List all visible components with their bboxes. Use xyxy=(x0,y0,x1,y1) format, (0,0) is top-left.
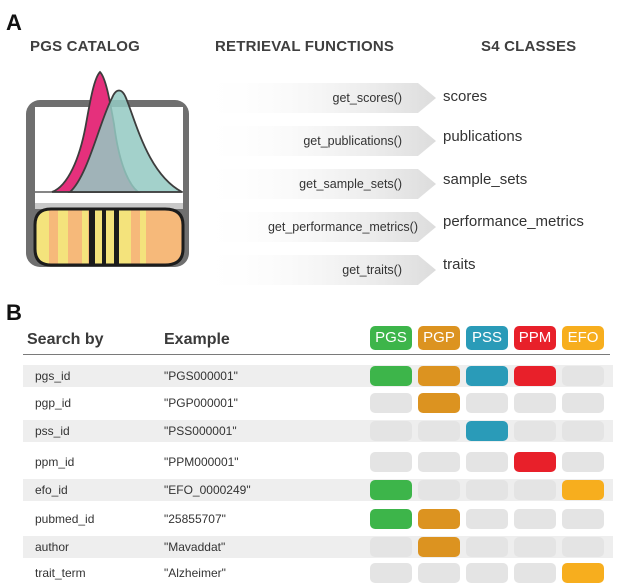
pgs-catalog-header: PGS CATALOG xyxy=(30,38,140,55)
empty-cell xyxy=(562,509,604,529)
empty-cell xyxy=(466,393,508,413)
match-cell-pgp xyxy=(418,537,460,557)
arrow-performance-metrics xyxy=(196,212,436,242)
search-field-name: author xyxy=(35,540,70,554)
search-example-value: "Mavaddat" xyxy=(164,540,226,554)
panel-b-label: B xyxy=(6,300,22,325)
search-field-name: pss_id xyxy=(35,424,70,438)
class-sample-sets: sample_sets xyxy=(443,171,528,188)
empty-cell xyxy=(466,563,508,583)
s4-classes-header: S4 CLASSES xyxy=(481,38,577,55)
class-performance-metrics: performance_metrics xyxy=(443,213,584,230)
pgs-catalog-logo xyxy=(26,70,189,267)
match-cell-ppm xyxy=(514,366,556,386)
search-field-name: trait_term xyxy=(35,566,86,580)
search-field-name: pgs_id xyxy=(35,369,71,383)
arrow-band xyxy=(196,83,436,285)
empty-cell xyxy=(418,563,460,583)
match-cell-pgp xyxy=(418,366,460,386)
empty-cell xyxy=(562,452,604,472)
match-cell-ppm xyxy=(514,452,556,472)
empty-cell xyxy=(370,421,412,441)
category-badge-pgp: PGP xyxy=(418,326,460,350)
empty-cell xyxy=(514,480,556,500)
search-example-value: "PGS000001" xyxy=(164,369,238,383)
match-cell-pgs xyxy=(370,366,412,386)
class-publications: publications xyxy=(443,128,523,145)
empty-cell xyxy=(418,452,460,472)
empty-cell xyxy=(466,537,508,557)
match-cell-pss xyxy=(466,421,508,441)
empty-cell xyxy=(514,393,556,413)
empty-cell xyxy=(370,537,412,557)
empty-cell xyxy=(418,480,460,500)
search-field-name: pubmed_id xyxy=(35,512,95,526)
search-field-name: ppm_id xyxy=(35,455,75,469)
category-badge-pgs: PGS xyxy=(370,326,412,350)
function-get-scores: get_scores() xyxy=(332,91,402,105)
example-header: Example xyxy=(164,331,230,348)
empty-cell xyxy=(466,509,508,529)
empty-cell xyxy=(562,421,604,441)
table-row-pgs-id: pgs_id "PGS000001" xyxy=(23,365,613,387)
panel-a-label: A xyxy=(6,10,22,35)
empty-cell xyxy=(562,366,604,386)
empty-cell xyxy=(514,421,556,441)
match-cell-pgs xyxy=(370,480,412,500)
search-by-header: Search by xyxy=(27,331,104,348)
empty-cell xyxy=(514,563,556,583)
search-example-value: "PSS000001" xyxy=(164,424,237,438)
arrow-sample-sets xyxy=(196,169,436,199)
search-field-name: efo_id xyxy=(35,483,68,497)
function-get-traits: get_traits() xyxy=(342,263,402,277)
table-row-author: author "Mavaddat" xyxy=(23,536,613,558)
function-get-sample-sets: get_sample_sets() xyxy=(299,177,402,191)
empty-cell xyxy=(418,421,460,441)
empty-cell xyxy=(370,452,412,472)
table-row-pgp-id: pgp_id "PGP000001" xyxy=(23,392,613,414)
empty-cell xyxy=(562,393,604,413)
empty-cell xyxy=(514,509,556,529)
empty-cell xyxy=(370,393,412,413)
empty-cell xyxy=(466,480,508,500)
arrow-publications xyxy=(196,126,436,156)
function-get-performance-metrics: get_performance_metrics() xyxy=(267,220,418,234)
empty-cell xyxy=(562,537,604,557)
empty-cell xyxy=(514,537,556,557)
match-cell-pgp xyxy=(418,393,460,413)
table-row-trait-term: trait_term "Alzheimer" xyxy=(23,562,613,584)
search-example-value: "PPM000001" xyxy=(164,455,239,469)
table-row-ppm-id: ppm_id "PPM000001" xyxy=(23,451,613,473)
category-badge-efo: EFO xyxy=(562,326,604,350)
table-row-efo-id: efo_id "EFO_0000249" xyxy=(23,479,613,501)
match-cell-efo xyxy=(562,563,604,583)
header-divider xyxy=(23,354,610,355)
match-cell-pss xyxy=(466,366,508,386)
table-row-pubmed-id: pubmed_id "25855707" xyxy=(23,508,613,530)
category-badge-pss: PSS xyxy=(466,326,508,350)
search-field-name: pgp_id xyxy=(35,396,72,410)
arrow-traits xyxy=(196,255,436,285)
category-badge-ppm: PPM xyxy=(514,326,556,350)
match-cell-efo xyxy=(562,480,604,500)
match-cell-pgs xyxy=(370,509,412,529)
table-row-pss-id: pss_id "PSS000001" xyxy=(23,420,613,442)
match-cell-pgp xyxy=(418,509,460,529)
search-example-value: "Alzheimer" xyxy=(164,566,226,580)
search-example-value: "PGP000001" xyxy=(164,396,238,410)
empty-cell xyxy=(466,452,508,472)
class-scores: scores xyxy=(443,88,488,105)
arrow-scores xyxy=(196,83,436,113)
class-traits: traits xyxy=(443,256,476,273)
search-example-value: "EFO_0000249" xyxy=(164,483,251,497)
function-get-publications: get_publications() xyxy=(303,134,402,148)
empty-cell xyxy=(370,563,412,583)
search-example-value: "25855707" xyxy=(164,512,226,526)
retrieval-functions-header: RETRIEVAL FUNCTIONS xyxy=(215,38,395,55)
